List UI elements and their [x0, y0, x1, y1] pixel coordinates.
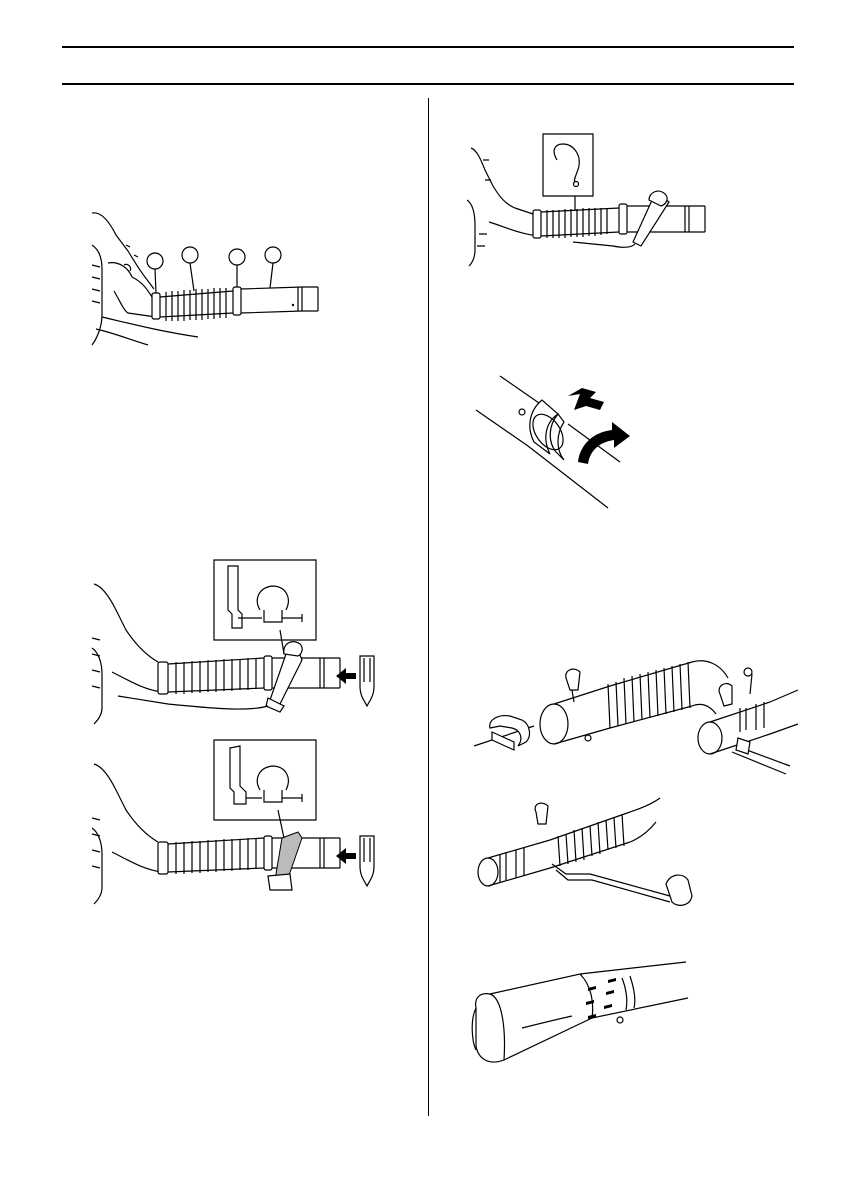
handle-bar-attached-figure	[470, 790, 700, 910]
header-rule-bottom	[62, 83, 794, 85]
handle-inset-1	[214, 560, 316, 640]
coupling-1	[152, 293, 160, 319]
insert-arrow-2	[336, 848, 356, 864]
curved-arrow	[578, 422, 630, 464]
tube-assembly-exploded-figure	[470, 650, 800, 775]
callout-4	[265, 247, 281, 288]
blower-tube-parts-figure	[88, 205, 328, 350]
bellows-hose	[160, 288, 233, 321]
nozzle-tip-1	[360, 656, 374, 706]
tube-twist-lock-figure	[470, 370, 640, 515]
flat-nozzle-figure	[468, 958, 698, 1068]
callout-2	[182, 247, 198, 291]
column-divider	[428, 98, 429, 1116]
straight-arrow	[568, 388, 604, 410]
handle-fitting-1-figure	[88, 558, 388, 728]
insert-arrow	[336, 668, 356, 684]
callout-3	[229, 249, 245, 287]
coupling-2	[233, 287, 241, 315]
handle-fitting-2-figure	[88, 738, 388, 908]
handle-inset-2	[214, 740, 316, 820]
nozzle-tip-2	[360, 836, 374, 886]
header-rule-top	[62, 46, 794, 48]
clip-detail-inset	[543, 134, 593, 196]
cable-tie-clip-figure	[463, 130, 713, 270]
callout-1	[147, 253, 163, 293]
